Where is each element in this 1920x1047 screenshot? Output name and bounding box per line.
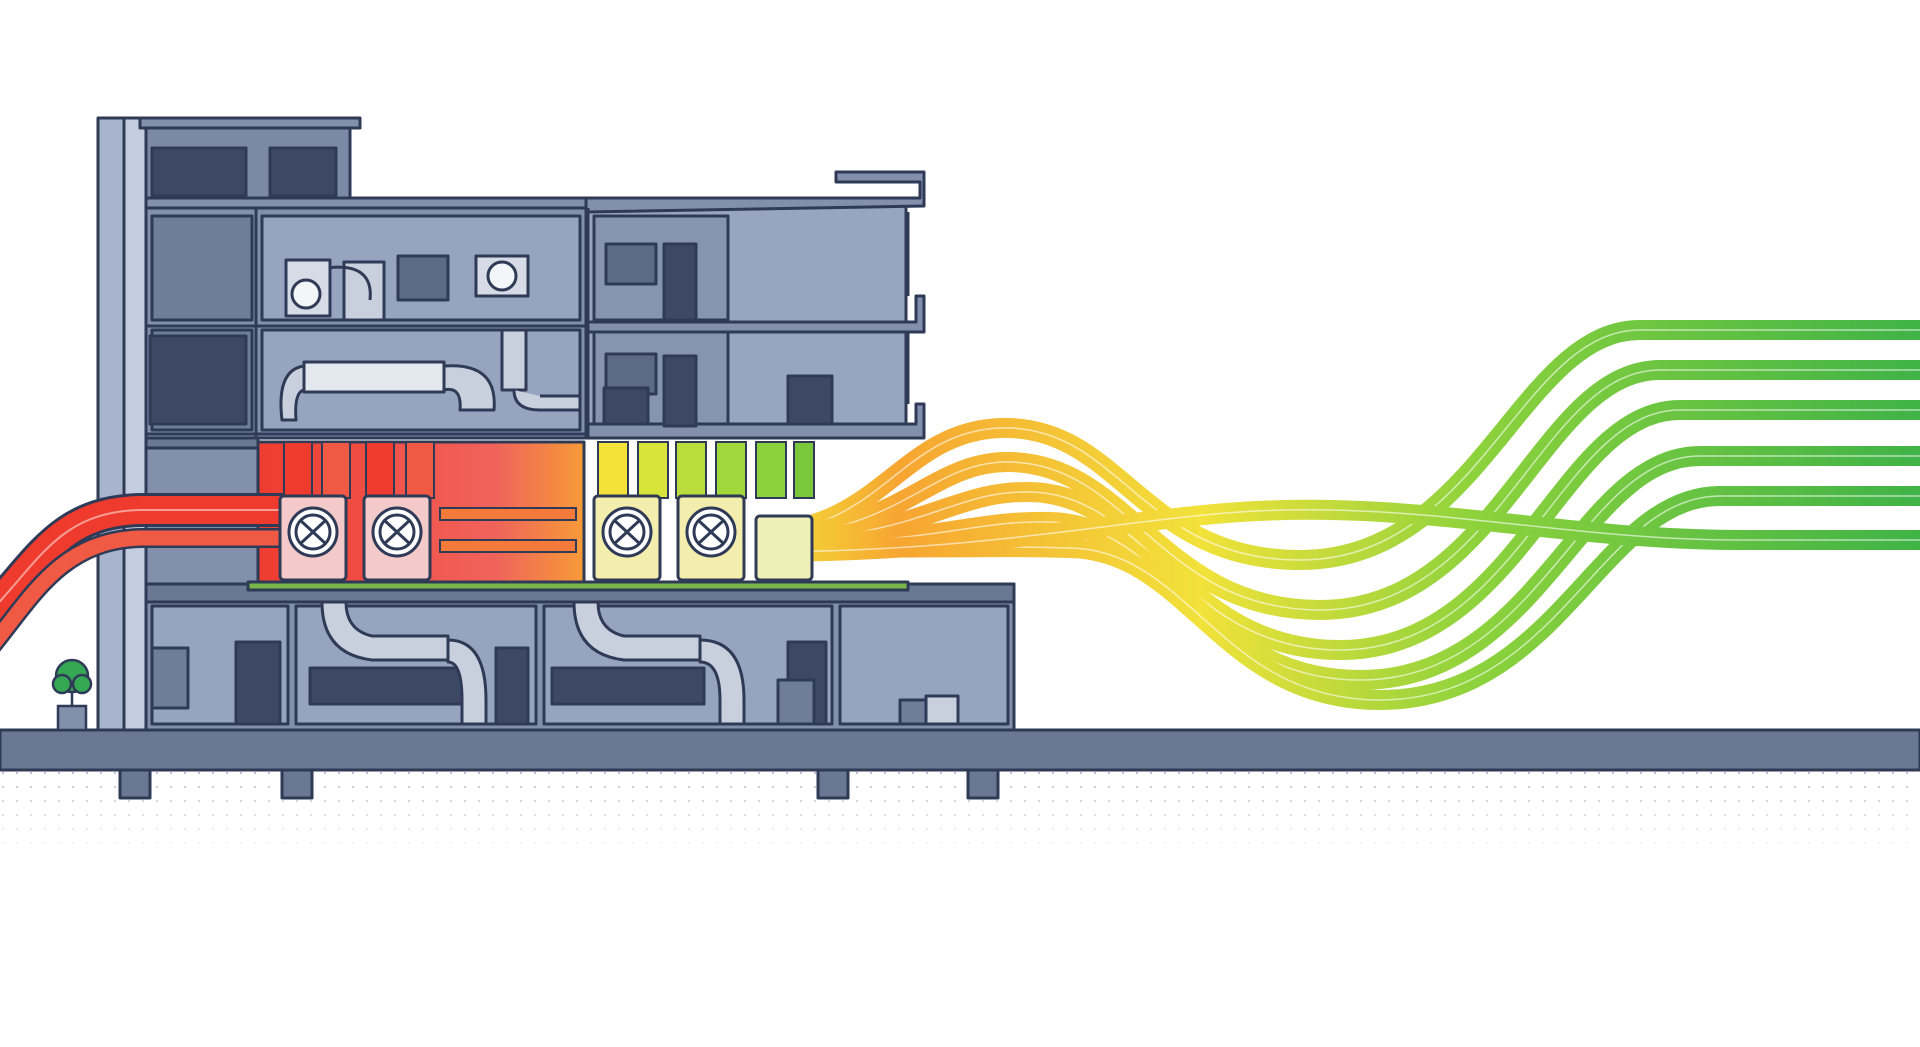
ground <box>0 728 1920 860</box>
cool-airflow <box>759 320 1920 711</box>
vent-grille-icon <box>308 666 706 706</box>
fan-unit-icon <box>776 678 960 726</box>
vent-grille-icon <box>150 146 338 198</box>
cool-zone <box>597 441 815 499</box>
duct-icon <box>279 260 582 422</box>
window-icon <box>396 242 658 396</box>
door-icon <box>662 242 698 428</box>
hot-zone-arrows <box>283 441 577 553</box>
building-icon <box>96 116 1016 800</box>
fan-unit-icon <box>284 254 834 426</box>
fan-unit-icon <box>278 494 814 582</box>
ground-slab <box>0 728 1920 772</box>
vent-grille-icon <box>148 334 248 426</box>
potted-plant-icon <box>51 658 93 732</box>
duct-icon <box>320 600 746 726</box>
hot-airflow <box>0 493 317 652</box>
